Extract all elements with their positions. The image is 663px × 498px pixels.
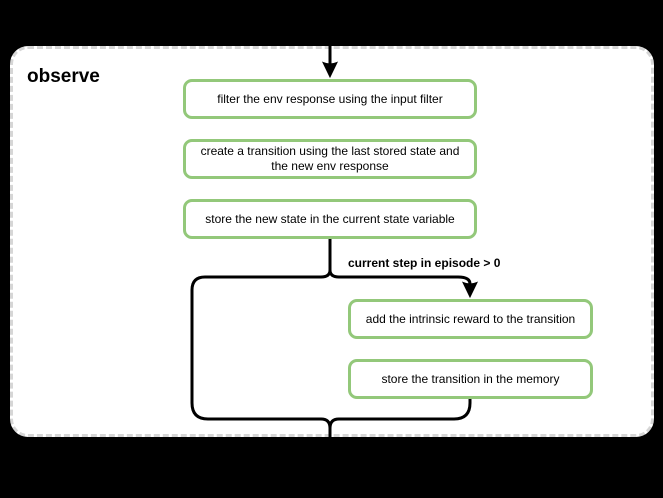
flow-step-label: create a transition using the last store… [200,144,460,173]
flow-step-create-transition: create a transition using the last store… [183,139,477,179]
flow-step-store-transition: store the transition in the memory [348,359,593,399]
flow-step-filter-env-response: filter the env response using the input … [183,79,477,119]
flow-step-store-new-state: store the new state in the current state… [183,199,477,239]
flow-step-label: filter the env response using the input … [217,91,443,106]
condition-label-current-step: current step in episode > 0 [348,256,501,270]
flow-step-label: store the new state in the current state… [205,211,455,226]
flow-step-add-intrinsic-reward: add the intrinsic reward to the transiti… [348,299,593,339]
flow-step-label: store the transition in the memory [381,371,560,386]
group-title-observe: observe [27,66,100,87]
flow-step-label: add the intrinsic reward to the transiti… [365,311,576,326]
